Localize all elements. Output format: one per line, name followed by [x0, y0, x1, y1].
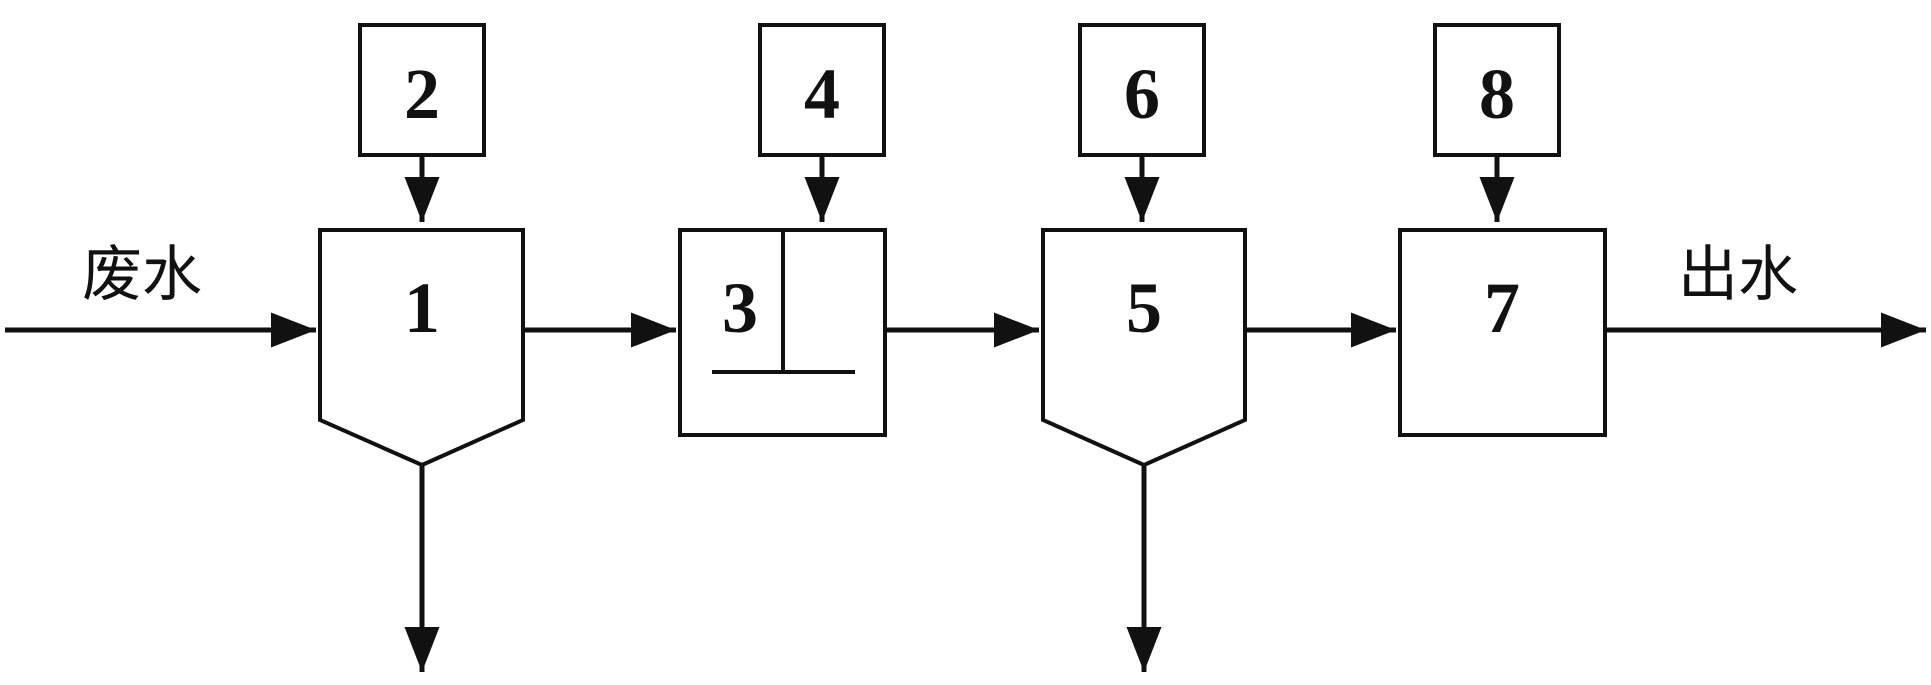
- node-label-8: 8: [1479, 54, 1515, 134]
- node-label-2: 2: [404, 54, 440, 134]
- node-label-5: 5: [1126, 268, 1162, 348]
- dosing-box-2: 2: [358, 23, 486, 157]
- reactor-3: 3: [678, 228, 887, 437]
- dosing-box-6: 6: [1078, 23, 1206, 157]
- node-label-6: 6: [1124, 54, 1160, 134]
- node-label-1: 1: [404, 268, 440, 348]
- settling-tank-1: 1: [318, 228, 525, 468]
- node-label-4: 4: [804, 54, 840, 134]
- settling-tank-5: 5: [1041, 228, 1247, 468]
- dosing-box-8: 8: [1433, 23, 1561, 157]
- node-label-3: 3: [722, 268, 758, 348]
- dosing-box-4: 4: [758, 23, 886, 157]
- inlet-label: 废水: [82, 240, 202, 310]
- node-label-7: 7: [1484, 268, 1520, 348]
- unit-7: 7: [1398, 228, 1607, 437]
- outlet-label: 出水: [1678, 240, 1798, 310]
